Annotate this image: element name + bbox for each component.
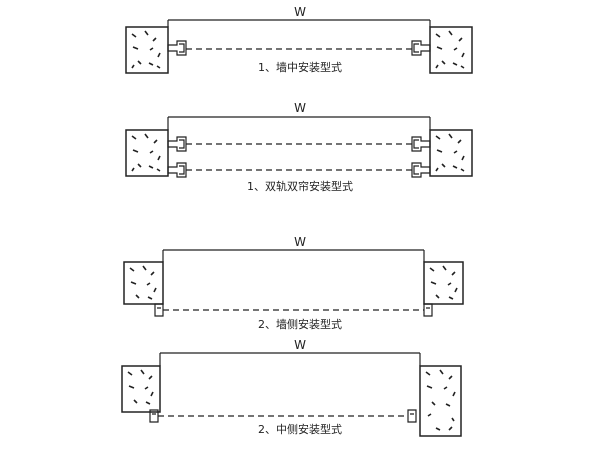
diagram-center-side-install: W 2、中侧安装型式 xyxy=(121,338,462,437)
rail-bracket-icon xyxy=(154,303,164,317)
width-label: W xyxy=(294,5,306,19)
rail-bracket-icon xyxy=(423,303,433,317)
diagram-wall-center-install: W 1、墙中安装型式 xyxy=(125,5,473,74)
wall-section-icon xyxy=(419,365,462,437)
wall-section-icon xyxy=(121,365,161,413)
diagram-caption: 2、中侧安装型式 xyxy=(258,422,342,436)
rail-bracket-icon xyxy=(167,40,187,56)
wall-section-icon xyxy=(423,261,464,305)
wall-section-icon xyxy=(125,129,169,177)
wall-section-icon xyxy=(429,26,473,74)
diagram-double-rail-install: W 1、双轨双帘安装型式 xyxy=(125,101,473,193)
wall-section-icon xyxy=(123,261,164,305)
rail-bracket-icon xyxy=(167,162,187,178)
rail-bracket-icon xyxy=(411,162,431,178)
wall-section-icon xyxy=(429,129,473,177)
diagram-caption: 2、墙侧安装型式 xyxy=(258,317,342,331)
width-label: W xyxy=(294,101,306,115)
rail-bracket-icon xyxy=(411,136,431,152)
rail-bracket-icon xyxy=(411,40,431,56)
width-label: W xyxy=(294,338,306,352)
rail-bracket-icon xyxy=(167,136,187,152)
diagram-caption: 1、墙中安装型式 xyxy=(258,60,342,74)
rail-bracket-icon xyxy=(149,409,159,423)
width-label: W xyxy=(294,235,306,249)
rail-bracket-icon xyxy=(407,409,417,423)
diagram-wall-side-install: W 2、墙侧安装型式 xyxy=(123,235,464,331)
diagram-caption: 1、双轨双帘安装型式 xyxy=(247,179,353,193)
wall-section-icon xyxy=(125,26,169,74)
